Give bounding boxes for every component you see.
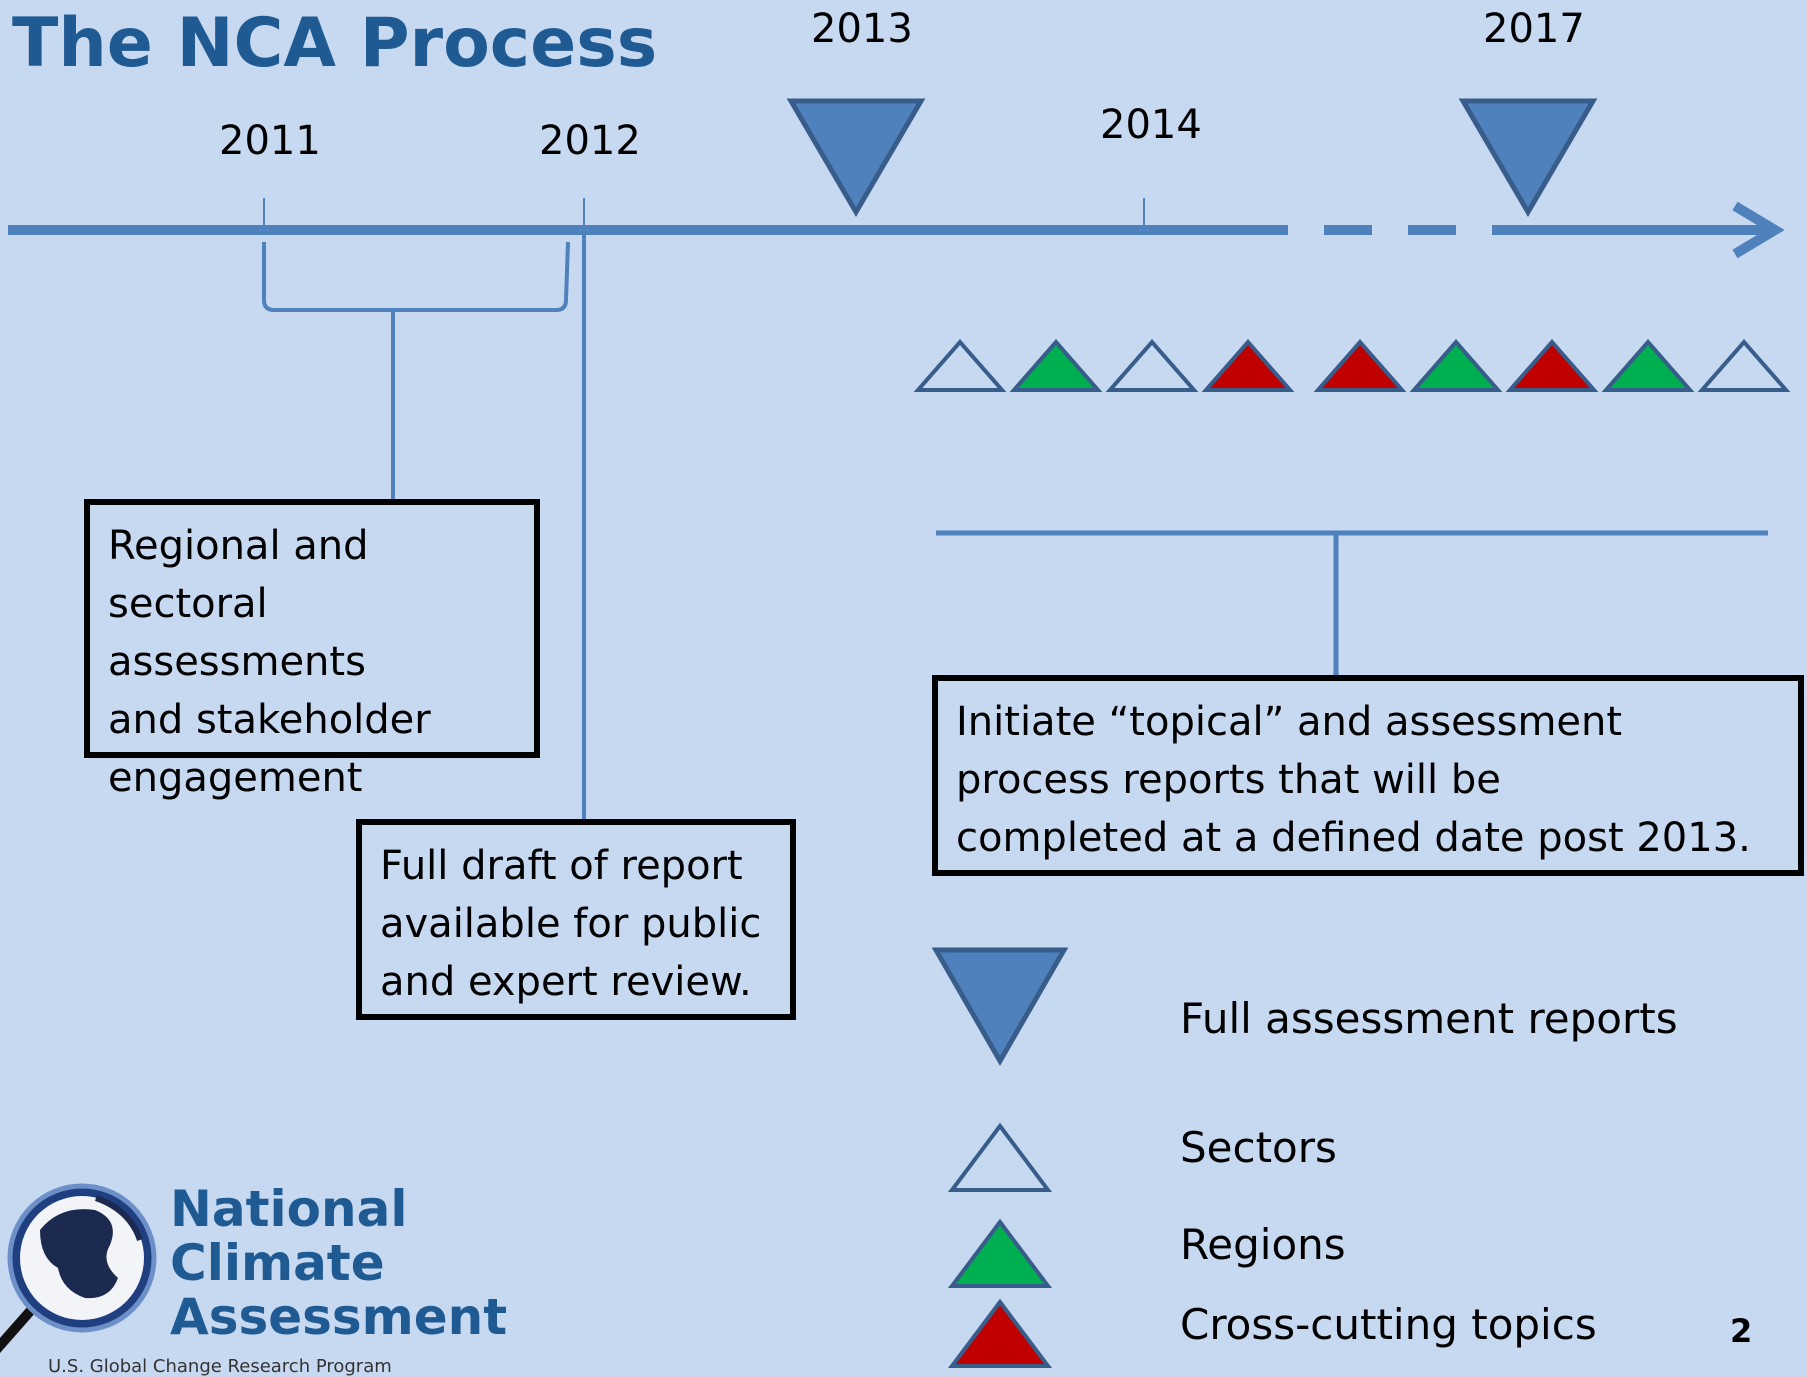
box-line: Initiate “topical” and assessment xyxy=(956,699,1623,745)
topic-triangle-sectors xyxy=(1105,338,1199,392)
report-marker-2017 xyxy=(1458,98,1598,217)
logo-line-1: National xyxy=(170,1180,408,1238)
topic-triangle-cross-cutting-topics xyxy=(1201,338,1295,392)
bracket-2011-2012 xyxy=(262,241,570,312)
legend-full-report-label: Full assessment reports xyxy=(1180,994,1678,1043)
nca-logo-icon xyxy=(0,1183,157,1354)
page-number: 2 xyxy=(1730,1312,1753,1350)
box-line: Full draft of report xyxy=(380,843,743,889)
year-2014-label: 2014 xyxy=(1100,102,1202,148)
topic-triangle-row xyxy=(913,338,1791,392)
topic-triangle-regions xyxy=(1009,338,1103,392)
legend-full-report-icon xyxy=(931,947,1069,1067)
topic-triangle-cross-cutting-topics xyxy=(1313,338,1407,392)
topic-triangle-regions xyxy=(1409,338,1503,392)
regional-assessment-box: Regional and sectoral assessments and st… xyxy=(84,499,540,801)
box-line: and stakeholder xyxy=(108,697,431,743)
box-line: completed at a defined date post 2013. xyxy=(956,815,1751,861)
topic-triangle-regions xyxy=(1601,338,1695,392)
legend-regions-label: Regions xyxy=(1180,1220,1346,1269)
box-line: and expert review. xyxy=(380,959,752,1005)
legend-sectors-icon xyxy=(948,1122,1052,1192)
year-2011-label: 2011 xyxy=(219,118,321,164)
timeline-arrowhead xyxy=(1732,201,1785,259)
nca-logo-text: National Climate Assessment xyxy=(170,1182,507,1344)
year-2017-label: 2017 xyxy=(1483,6,1585,52)
logo-line-3: Assessment xyxy=(170,1288,508,1346)
report-marker-2013 xyxy=(786,98,926,217)
logo-line-2: Climate xyxy=(170,1234,385,1292)
topic-triangle-sectors xyxy=(913,338,1007,392)
full-draft-box: Full draft of report available for publi… xyxy=(356,819,796,1020)
legend-crosscut-icon xyxy=(948,1298,1052,1368)
year-2013-label: 2013 xyxy=(811,6,913,52)
box-line: available for public xyxy=(380,901,762,947)
box-line: sectoral assessments xyxy=(108,581,366,685)
slide-title: The NCA Process xyxy=(12,4,658,83)
legend-regions-icon xyxy=(948,1218,1052,1288)
year-2012-label: 2012 xyxy=(539,118,641,164)
legend-sectors-label: Sectors xyxy=(1180,1123,1337,1172)
topic-triangle-cross-cutting-topics xyxy=(1505,338,1599,392)
legend-crosscut-label: Cross-cutting topics xyxy=(1180,1300,1597,1349)
logo-subtitle: U.S. Global Change Research Program xyxy=(48,1356,392,1377)
box-line: Regional and xyxy=(108,523,369,569)
box-line: process reports that will be xyxy=(956,757,1501,803)
topical-reports-box: Initiate “topical” and assessment proces… xyxy=(932,675,1804,876)
topic-triangle-sectors xyxy=(1697,338,1791,392)
box-line: engagement xyxy=(108,755,363,801)
